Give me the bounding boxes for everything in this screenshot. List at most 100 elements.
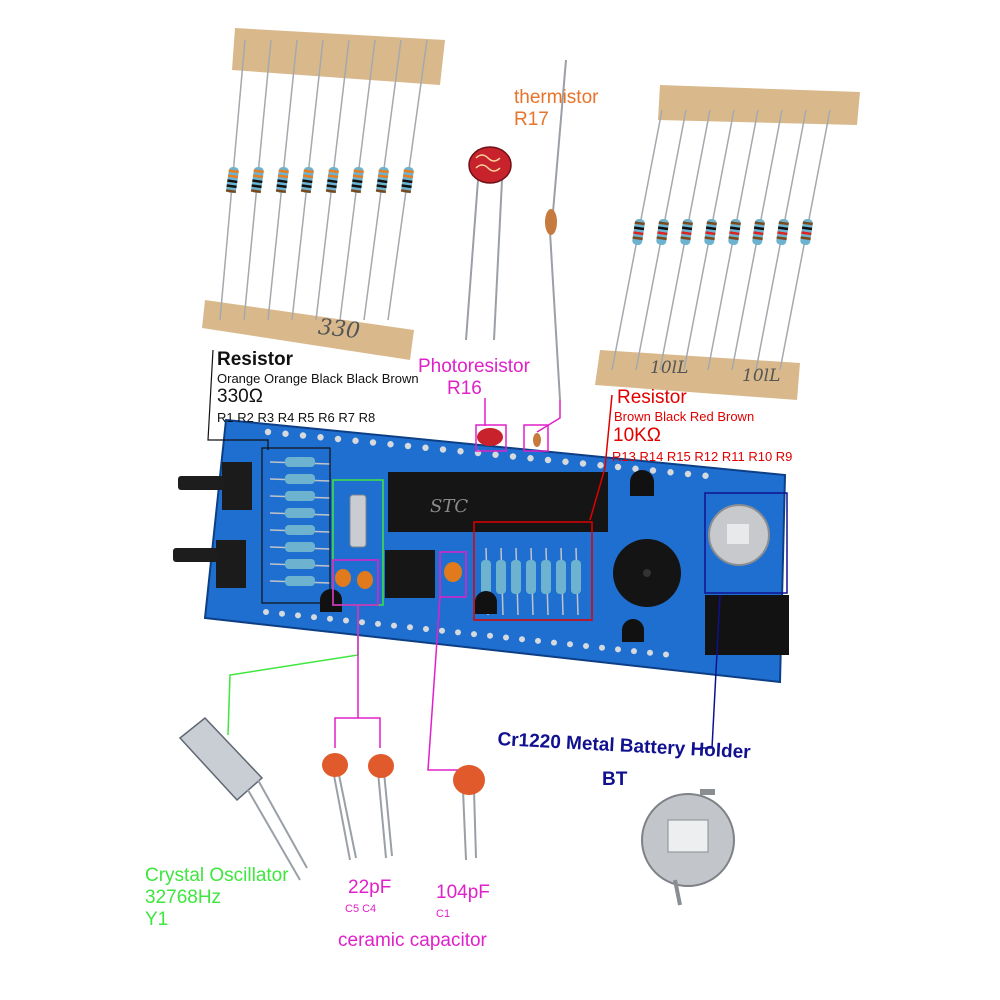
box-thermistor — [523, 424, 549, 452]
resistor-330-value: 330Ω — [217, 386, 263, 407]
resistor-body — [350, 166, 364, 194]
thermistor-component — [545, 59, 567, 401]
header-pin — [423, 626, 429, 632]
board-resistor-body — [556, 560, 566, 594]
header-pin — [615, 646, 621, 653]
header-pin — [279, 610, 285, 617]
tape-bottom — [595, 350, 800, 400]
header-pin — [597, 462, 604, 469]
board-resistor-body — [285, 542, 315, 552]
header-pin — [407, 624, 413, 631]
header-pin — [667, 469, 674, 476]
resistor-body — [680, 218, 693, 246]
capacitor-22pf-components — [322, 753, 394, 861]
tape-bottom — [202, 300, 414, 360]
board-resistor-body — [571, 560, 581, 594]
resistor-body — [728, 218, 741, 246]
photoresistor-ref: R16 — [447, 378, 482, 399]
resistor-strip-10k — [595, 85, 860, 400]
resistor-10k-title: Resistor — [617, 387, 687, 408]
header-pin — [599, 644, 605, 651]
resistor-body — [275, 166, 289, 194]
header-pin — [631, 648, 637, 655]
header-pin — [263, 609, 269, 615]
header-pin — [614, 463, 622, 471]
handwritten-10k-1: 10lL — [650, 358, 689, 378]
resistor-330-title: Resistor — [217, 349, 294, 370]
board-resistor-body — [285, 525, 315, 535]
header-pin — [391, 622, 397, 629]
header-pin — [503, 634, 509, 641]
header-pin — [579, 460, 587, 467]
cap-22pf-refs: C5 C4 — [345, 903, 377, 915]
crystal-title: Crystal Oscillator — [145, 865, 289, 886]
header-pin — [519, 636, 525, 643]
header-pin — [527, 455, 534, 462]
board-resistor-body — [285, 474, 315, 484]
resistor-body — [375, 166, 389, 194]
resistor-body — [800, 218, 813, 246]
ceramic-capacitor-label: ceramic capacitor — [338, 930, 487, 951]
header-pin — [684, 470, 692, 478]
header-pin — [375, 620, 381, 627]
resistor-body — [704, 218, 717, 246]
cap-104pf-ref: C1 — [436, 908, 451, 920]
header-pin — [567, 641, 573, 648]
header-pin — [352, 437, 359, 444]
resistor-330-refs: R1 R2 R3 R4 R5 R6 R7 R8 — [217, 410, 376, 425]
header-pin — [387, 441, 394, 448]
header-pin — [647, 649, 653, 656]
battery-holder-component — [641, 789, 735, 906]
handwritten-10k-2: 10lL — [742, 366, 781, 386]
header-pin — [369, 439, 377, 446]
thermistor-ref: R17 — [514, 109, 549, 130]
resistor-10k-colors: Brown Black Red Brown — [614, 409, 755, 424]
tape-top — [658, 85, 860, 125]
header-pin — [583, 643, 589, 649]
header-pin — [439, 627, 445, 634]
board-resistor-body — [496, 560, 506, 594]
resistor-body — [250, 166, 264, 194]
resistor-body — [752, 218, 765, 246]
header-pin — [439, 446, 447, 453]
resistor-body — [656, 218, 669, 246]
header-pin — [299, 432, 307, 439]
box-10k — [473, 521, 593, 621]
header-pin — [422, 444, 429, 451]
header-pin — [544, 456, 552, 464]
capacitor-104pf-component — [453, 765, 485, 861]
resistor-330-colors: Orange Orange Black Black Brown — [217, 371, 419, 386]
board-resistor-body — [481, 560, 491, 594]
header-pin — [562, 458, 569, 465]
header-pin — [702, 472, 709, 479]
box-battery — [704, 492, 788, 594]
board-resistor-body — [541, 560, 551, 594]
crystal-component — [178, 716, 308, 881]
header-pin — [492, 451, 499, 458]
resistor-body — [300, 166, 314, 194]
header-pin — [487, 632, 493, 639]
header-pin — [282, 430, 289, 437]
crystal-freq: 32768Hz — [145, 887, 222, 908]
handwritten-330: 330 — [316, 314, 362, 345]
header-pin — [359, 619, 365, 626]
board-resistor-body — [285, 457, 315, 467]
resistor-10k-refs: R13 R14 R15 R12 R11 R10 R9 — [612, 449, 793, 464]
resistor-body — [225, 166, 239, 194]
tape-top — [232, 28, 445, 85]
chip-text: STC — [430, 496, 468, 517]
header-pin — [663, 651, 669, 658]
board-resistor-body — [285, 491, 315, 501]
header-pin — [535, 637, 541, 644]
header-pin — [471, 631, 477, 638]
board-resistor-body — [511, 560, 521, 594]
header-pin — [457, 448, 464, 455]
header-pin — [311, 614, 317, 621]
header-pin — [334, 435, 342, 443]
photoresistor-component — [465, 146, 512, 341]
header-pin — [404, 442, 412, 450]
box-cap-22pf — [332, 559, 379, 606]
resistor-10k-value: 10KΩ — [613, 425, 662, 446]
thermistor-title: thermistor — [514, 87, 599, 108]
